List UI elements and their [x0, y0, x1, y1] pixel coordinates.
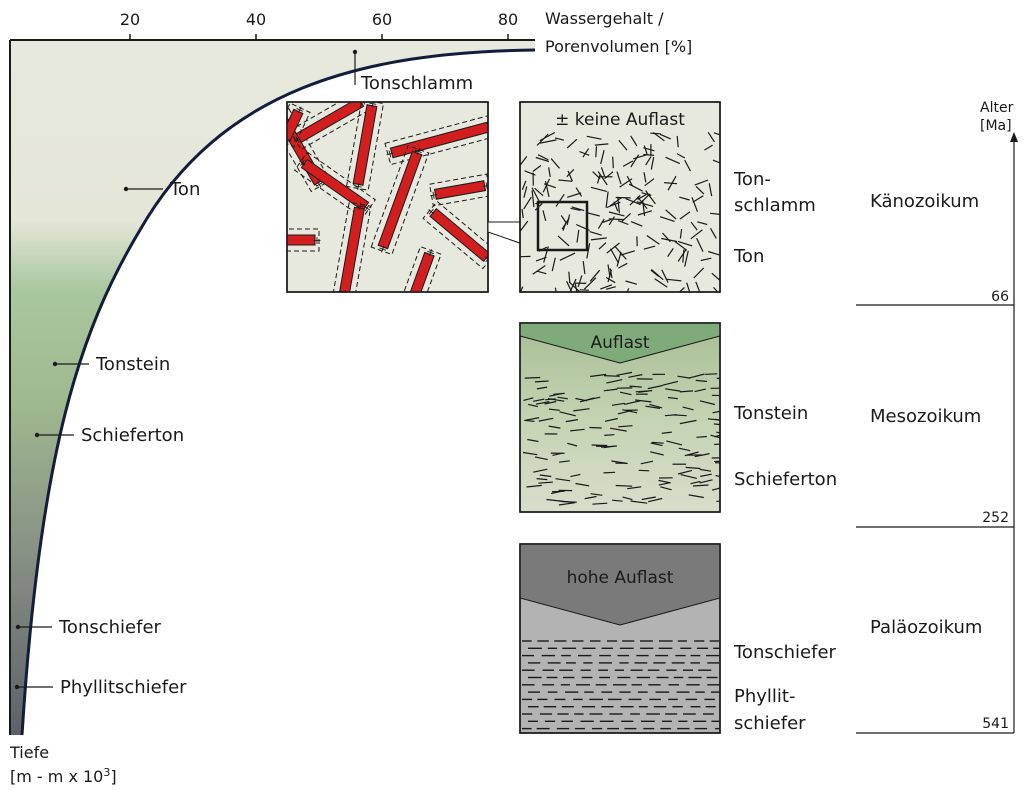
svg-text:+: + [338, 288, 352, 299]
boundary-66: 66 [991, 289, 1009, 305]
x-tick-20: 20 [120, 10, 140, 29]
era-mesozoikum: Mesozoikum [870, 406, 981, 427]
svg-text:+: + [481, 179, 492, 193]
label-tonschiefer: Tonschiefer [58, 617, 162, 638]
x-tick-60: 60 [372, 10, 392, 29]
y-axis-label-line1: Tiefe [9, 743, 49, 762]
svg-text:+: + [351, 181, 365, 192]
x-axis-label-line1: Wassergehalt / [545, 9, 664, 28]
svg-text:+: + [356, 93, 370, 109]
box3-label-phyllit-: Phyllit- [734, 686, 795, 707]
x-tick-40: 40 [246, 10, 266, 29]
svg-text:+: + [423, 246, 438, 259]
box2-title: Auflast [590, 333, 649, 353]
label-phyllitschiefer: Phyllitschiefer [60, 677, 187, 698]
age-label-line2: [Ma] [980, 118, 1012, 134]
label-tonschlamm: Tonschlamm [360, 73, 473, 94]
compaction-curve [20, 48, 536, 736]
tonschlamm-point [352, 49, 358, 55]
box3-title: hohe Auflast [567, 568, 674, 588]
x-axis-label-line2: Porenvolumen [%] [545, 37, 692, 56]
svg-text:+: + [384, 146, 396, 161]
box2-label-schieferton: Schieferton [734, 469, 837, 490]
box1-title: ± keine Auflast [555, 110, 685, 130]
box1-label-ton-: Ton- [733, 169, 771, 190]
svg-text:+: + [428, 188, 439, 202]
label-tonstein: Tonstein [95, 354, 170, 375]
svg-text:+: + [312, 234, 321, 247]
y-axis-label-line2: [m - m x 103] [10, 766, 117, 786]
svg-text:+: + [278, 234, 287, 247]
box1-label-ton: Ton [733, 246, 764, 267]
svg-text:+: + [277, 134, 293, 148]
svg-text:+: + [484, 120, 496, 135]
box-no-load [519, 101, 721, 293]
svg-text:+: + [366, 98, 380, 109]
age-label-line1: Alter [980, 100, 1014, 116]
boundary-541: 541 [982, 716, 1009, 732]
age-axis-arrow [1010, 132, 1018, 142]
x-tick-80: 80 [498, 10, 518, 29]
boundary-252: 252 [982, 510, 1009, 526]
era-kaenozoikum: Känozoikum [870, 191, 979, 212]
svg-text:+: + [272, 109, 288, 123]
era-palaeozoikum: Paläozoikum [870, 617, 982, 638]
svg-text:+: + [353, 201, 367, 212]
svg-text:+: + [403, 301, 418, 314]
svg-text:+: + [375, 242, 390, 255]
porosity-area [10, 40, 535, 735]
box1-label-schlamm: schlamm [734, 195, 816, 216]
zoom-window [536, 200, 589, 252]
schistose-fabric [522, 640, 720, 730]
aligned-fabric [522, 371, 720, 506]
clay-particles: ++++++++++++++++++++++++ [272, 93, 496, 314]
random-fabric [520, 131, 720, 292]
svg-text:+: + [480, 251, 495, 267]
svg-text:+: + [411, 145, 426, 158]
label-ton: Ton [169, 179, 200, 200]
box3-label-tonschiefer: Tonschiefer [733, 642, 837, 663]
label-schieferton: Schieferton [81, 425, 184, 446]
box2-label-tonstein: Tonstein [733, 403, 808, 424]
box3-label-schiefer: schiefer [734, 713, 806, 734]
x-axis-ticks [129, 34, 509, 40]
